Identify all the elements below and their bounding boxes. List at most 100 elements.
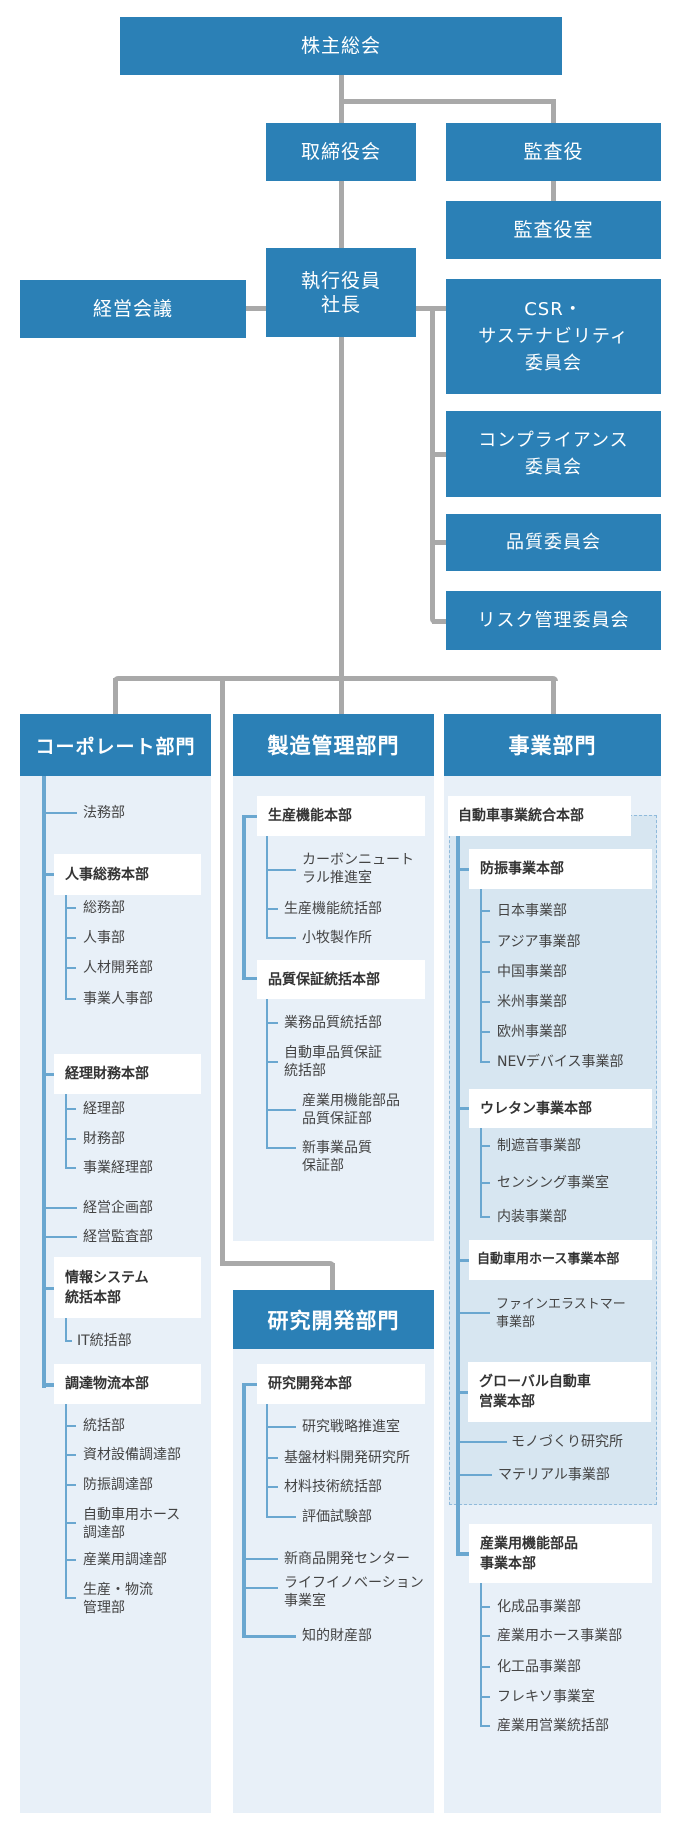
tree-line <box>65 967 76 969</box>
dept-item: IT統括部 <box>77 1333 132 1349</box>
tree-line <box>44 1236 77 1238</box>
tree-line <box>44 1207 77 1209</box>
risk-committee-box: リスク管理委員会 <box>446 591 661 650</box>
tree-line <box>480 1696 490 1698</box>
dept-item: 生産機能統括部 <box>284 901 382 917</box>
tree-line <box>44 812 77 814</box>
corporate-it-box: 情報システム 統括本部 <box>54 1257 201 1318</box>
tree-line <box>458 1259 469 1262</box>
dept-item: 新事業品質 保証部 <box>302 1140 372 1174</box>
dept-item: センシング事業室 <box>497 1175 609 1191</box>
tree-line <box>42 1383 54 1387</box>
tree-line <box>65 1340 72 1342</box>
tree-line <box>42 776 46 1388</box>
tree-line <box>242 977 257 980</box>
automotive-hq-box: 自動車事業統合本部 <box>448 796 631 836</box>
tree-line <box>456 1552 469 1556</box>
tree-line <box>480 1725 490 1727</box>
tree-line <box>65 1597 76 1599</box>
dept-item: 人事部 <box>83 930 125 946</box>
connector-line <box>113 676 558 681</box>
business-header: 事業部門 <box>444 714 661 776</box>
tree-line <box>65 907 76 909</box>
tree-line <box>65 1108 76 1110</box>
corporate-audit: 経営監査部 <box>83 1229 153 1245</box>
dept-item: 中国事業部 <box>497 964 567 980</box>
dept-item: 自動車用ホース 調達部 <box>83 1507 181 1541</box>
dept-item: 防振調達部 <box>83 1477 153 1493</box>
tree-line <box>65 1318 67 1342</box>
connector-line <box>339 75 344 715</box>
tree-line <box>480 1216 490 1218</box>
connector-line <box>551 181 556 201</box>
antivibration-hq-box: 防振事業本部 <box>469 849 652 889</box>
tree-line <box>65 1425 76 1427</box>
tree-line <box>242 1383 246 1638</box>
tree-line <box>480 1128 482 1218</box>
tree-line <box>266 1426 296 1428</box>
tree-line <box>458 1312 490 1314</box>
tree-line <box>266 1147 296 1149</box>
dept-item: 新商品開発センター <box>284 1551 410 1567</box>
rnd-hq-box: 研究開発本部 <box>257 1364 425 1404</box>
audit-office-box: 監査役室 <box>446 201 661 259</box>
dept-item: 材料技術統括部 <box>284 1479 382 1495</box>
dept-item: ファインエラストマー 事業部 <box>496 1297 626 1330</box>
dept-item: 業務品質統括部 <box>284 1015 382 1031</box>
dept-item: 基盤材料開発研究所 <box>284 1450 410 1466</box>
tree-line <box>242 1383 257 1386</box>
tree-line <box>266 937 296 939</box>
dept-item: 産業用営業統括部 <box>497 1718 609 1734</box>
corporate-header: コーポレート部門 <box>20 714 211 776</box>
auditors-box: 監査役 <box>446 123 661 181</box>
connector-line <box>551 99 556 123</box>
global-sales-hq-box: グローバル自動車 営業本部 <box>468 1362 651 1422</box>
urethane-hq-box: ウレタン事業本部 <box>469 1089 652 1128</box>
tree-line <box>266 1109 296 1111</box>
tree-line <box>266 1022 278 1024</box>
dept-item: 日本事業部 <box>497 903 567 919</box>
connector-line <box>113 678 118 714</box>
tree-line <box>480 1583 482 1727</box>
tree-line <box>480 1666 490 1668</box>
tree-line <box>65 1138 76 1140</box>
dept-item: フレキソ事業室 <box>497 1689 595 1705</box>
production-hq-box: 生産機能本部 <box>257 796 425 836</box>
dept-item: 化工品事業部 <box>497 1659 581 1675</box>
shareholders-meeting-box: 株主総会 <box>120 17 562 75</box>
tree-line <box>65 1522 76 1524</box>
corporate-legal: 法務部 <box>83 805 125 821</box>
tree-line <box>65 1559 76 1561</box>
connector-line <box>430 306 435 624</box>
dept-item: 産業用ホース事業部 <box>497 1628 623 1644</box>
connector-line <box>246 306 266 311</box>
tree-line <box>480 1061 490 1063</box>
material-division: マテリアル事業部 <box>498 1467 610 1483</box>
dept-item: 研究戦略推進室 <box>302 1419 400 1435</box>
dept-item: 人材開発部 <box>83 960 153 976</box>
dept-item: カーボンニュート ラル推進室 <box>302 852 414 886</box>
tree-line <box>244 1635 296 1638</box>
tree-line <box>266 836 268 939</box>
connector-line <box>220 678 225 1266</box>
tree-line <box>65 998 76 1000</box>
rnd-header: 研究開発部門 <box>233 1290 434 1349</box>
tree-line <box>266 1486 278 1488</box>
tree-line <box>456 836 460 1555</box>
quality-committee-box: 品質委員会 <box>446 514 661 571</box>
corporate-finance-box: 経理財務本部 <box>54 1054 201 1094</box>
tree-line <box>65 1167 76 1169</box>
tree-line <box>480 1145 490 1147</box>
dept-item: 小牧製作所 <box>302 930 372 946</box>
tree-line <box>480 910 490 912</box>
industrial-hq-box: 産業用機能部品 事業本部 <box>469 1524 652 1583</box>
tree-line <box>480 889 482 1063</box>
tree-line <box>480 1635 490 1637</box>
tree-line <box>65 1404 67 1599</box>
csr-committee-box: CSR・ サステナビリティ 委員会 <box>446 279 661 394</box>
tree-line <box>458 868 469 871</box>
automotive-hose-hq-box: 自動車用ホース事業本部 <box>469 1240 652 1280</box>
tree-line <box>44 1287 54 1290</box>
connector-line <box>220 1261 335 1266</box>
tree-line <box>266 1404 268 1518</box>
